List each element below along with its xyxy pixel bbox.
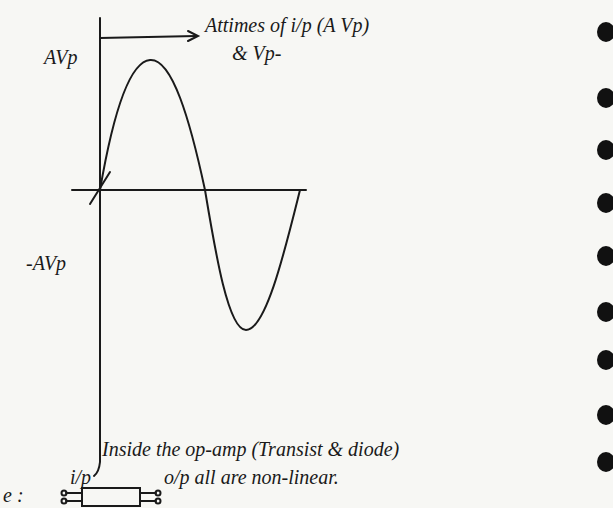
binder-hole <box>597 246 613 266</box>
input-label: i/p <box>70 466 91 488</box>
arrow-head <box>188 31 198 41</box>
op-amp-box <box>82 488 140 506</box>
binder-hole <box>597 405 613 425</box>
vertical-axis <box>94 18 100 476</box>
tangent-line <box>90 172 110 204</box>
binder-hole <box>597 88 613 108</box>
trough-label: -AVp <box>26 252 66 274</box>
binder-hole <box>597 302 613 322</box>
note-text: Inside the op-amp (Transist & diode) <box>102 438 399 460</box>
binder-hole <box>597 22 613 42</box>
sine-wave <box>100 60 300 330</box>
terminal <box>156 491 161 496</box>
terminal-wires <box>66 493 156 501</box>
horizontal-axis <box>72 189 306 191</box>
terminal <box>156 499 161 504</box>
binder-holes <box>597 22 613 472</box>
binder-hole <box>597 350 613 370</box>
binder-hole <box>597 140 613 160</box>
note-text: Attimes of i/p (A Vp) <box>205 14 369 36</box>
terminal <box>62 499 67 504</box>
note-text: o/p all are non-linear. <box>164 466 339 488</box>
binder-hole <box>597 193 613 213</box>
terminal <box>62 491 67 496</box>
example-label: e : <box>3 484 24 506</box>
binder-hole <box>597 452 613 472</box>
peak-label: AVp <box>44 46 77 68</box>
pointer-arrow <box>100 36 196 38</box>
note-text: & Vp- <box>232 42 281 64</box>
